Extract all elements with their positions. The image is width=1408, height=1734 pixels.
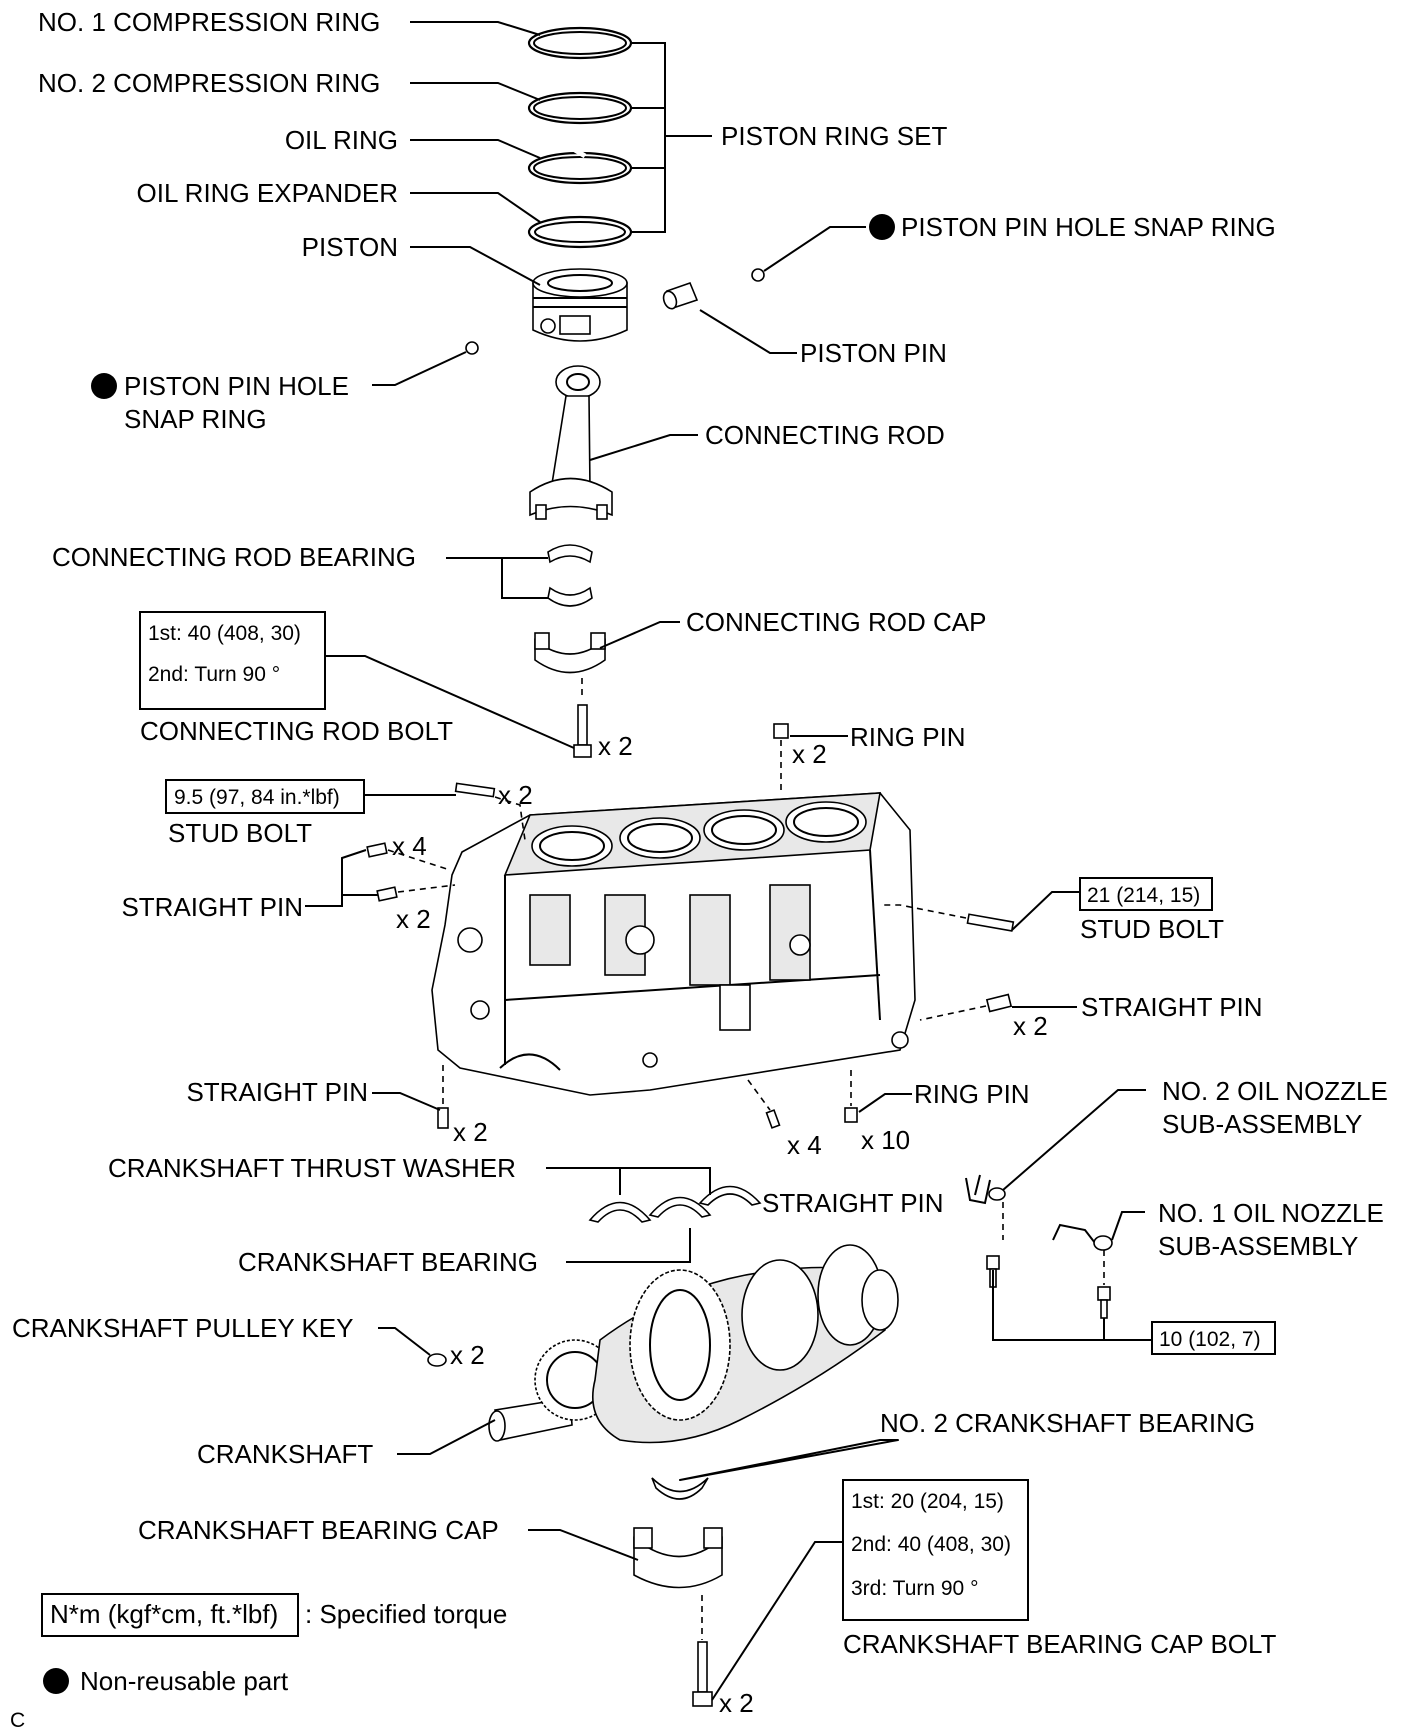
label-snap-ring-left-2: SNAP RING bbox=[124, 404, 267, 434]
straight-pin-bottom-left-part bbox=[437, 1065, 449, 1129]
label-piston-ring-set: PISTON RING SET bbox=[721, 121, 947, 151]
qty-straight-pin-left-top: x 4 bbox=[392, 831, 427, 861]
torque-box-stud-right bbox=[1079, 877, 1213, 911]
no1-oil-nozzle-part bbox=[1052, 1223, 1113, 1319]
torque-cap-bolt-2: 2nd: 40 (408, 30) bbox=[851, 1533, 1011, 1556]
piston-pin bbox=[662, 281, 699, 310]
torque-cap-bolt-3: 3rd: Turn 90 ° bbox=[851, 1577, 978, 1600]
stud-bolt-left-part bbox=[454, 782, 526, 841]
label-straight-pin-left: STRAIGHT PIN bbox=[121, 892, 303, 922]
crankshaft-thrust-washer bbox=[588, 1185, 762, 1223]
label-piston-pin: PISTON PIN bbox=[800, 338, 947, 368]
connecting-rod-bearing bbox=[547, 544, 593, 607]
crankshaft-bearing-cap-bolt-part bbox=[692, 1595, 713, 1707]
label-connecting-rod: CONNECTING ROD bbox=[705, 420, 945, 450]
label-crankshaft-bearing: CRANKSHAFT BEARING bbox=[238, 1247, 538, 1277]
crankshaft-pulley-key-part bbox=[427, 1353, 447, 1367]
label-connecting-rod-bearing: CONNECTING ROD BEARING bbox=[52, 542, 416, 572]
label-stud-bolt-right: STUD BOLT bbox=[1080, 914, 1224, 944]
label-piston: PISTON bbox=[302, 232, 398, 262]
legend-torque-box bbox=[41, 1593, 299, 1637]
label-crankshaft-pulley-key: CRANKSHAFT PULLEY KEY bbox=[12, 1313, 354, 1343]
legend-nonreusable-text: Non-reusable part bbox=[80, 1666, 289, 1696]
label-connecting-rod-cap: CONNECTING ROD CAP bbox=[686, 607, 986, 637]
torque-box-cap-bolt bbox=[842, 1479, 1029, 1621]
label-no2-oil-nozzle-2: SUB-ASSEMBLY bbox=[1162, 1109, 1362, 1139]
torque-rod-bolt-1: 1st: 40 (408, 30) bbox=[148, 622, 301, 645]
qty-cap-bolt: x 2 bbox=[719, 1688, 754, 1718]
qty-ring-pin-bottom: x 10 bbox=[861, 1125, 910, 1155]
cylinder-block bbox=[431, 792, 916, 1096]
label-snap-ring-right: PISTON PIN HOLE SNAP RING bbox=[901, 212, 1276, 242]
label-no1-compression-ring: NO. 1 COMPRESSION RING bbox=[38, 7, 380, 37]
torque-box-stud-left bbox=[165, 779, 365, 814]
crankshaft-bearing-cap-part bbox=[633, 1527, 723, 1589]
connecting-rod-bolt-part bbox=[573, 678, 592, 758]
oil-ring-expander bbox=[527, 215, 633, 249]
snap-ring-left-part bbox=[465, 341, 479, 355]
crankshaft-part bbox=[488, 1244, 899, 1444]
connecting-rod-cap bbox=[534, 632, 606, 674]
nonreusable-dot-snap-ring-right bbox=[869, 214, 895, 240]
qty-straight-pin-bottom-left: x 2 bbox=[453, 1117, 488, 1147]
snap-ring-right-part bbox=[751, 268, 765, 282]
label-no2-crankshaft-bearing: NO. 2 CRANKSHAFT BEARING bbox=[880, 1408, 1255, 1438]
stud-bolt-right-part bbox=[880, 904, 1015, 932]
straight-pin-right-part bbox=[919, 993, 1013, 1021]
no1-compression-ring bbox=[527, 26, 633, 60]
label-no2-oil-nozzle-1: NO. 2 OIL NOZZLE bbox=[1162, 1076, 1388, 1106]
label-no1-oil-nozzle-2: SUB-ASSEMBLY bbox=[1158, 1231, 1358, 1261]
legend-torque-text: : Specified torque bbox=[305, 1599, 507, 1629]
label-crankshaft-bearing-cap: CRANKSHAFT BEARING CAP bbox=[138, 1515, 499, 1545]
label-crankshaft-bearing-cap-bolt: CRANKSHAFT BEARING CAP BOLT bbox=[843, 1629, 1277, 1659]
label-no2-compression-ring: NO. 2 COMPRESSION RING bbox=[38, 68, 380, 98]
torque-stud-right: 21 (214, 15) bbox=[1087, 884, 1200, 907]
torque-oil-nozzle: 10 (102, 7) bbox=[1159, 1328, 1261, 1351]
qty-stud-bolt-left: x 2 bbox=[498, 780, 533, 810]
nonreusable-dot-snap-ring-left bbox=[91, 373, 117, 399]
label-ring-pin-top: RING PIN bbox=[850, 722, 966, 752]
label-snap-ring-left-1: PISTON PIN HOLE bbox=[124, 371, 349, 401]
no2-crankshaft-bearing-part bbox=[651, 1477, 709, 1500]
label-crankshaft-thrust-washer: CRANKSHAFT THRUST WASHER bbox=[108, 1153, 516, 1183]
leader-lines bbox=[305, 21, 1152, 1701]
label-no1-oil-nozzle-1: NO. 1 OIL NOZZLE bbox=[1158, 1198, 1384, 1228]
no2-compression-ring bbox=[527, 91, 633, 125]
legend-nonreusable-dot bbox=[43, 1668, 69, 1694]
qty-ring-pin-top: x 2 bbox=[792, 739, 827, 769]
ring-pin-top-part bbox=[773, 723, 789, 790]
oil-ring bbox=[527, 147, 633, 185]
label-straight-pin-bottom-left: STRAIGHT PIN bbox=[186, 1077, 368, 1107]
label-oil-ring-expander: OIL RING EXPANDER bbox=[137, 178, 399, 208]
legend-torque-box-text: N*m (kgf*cm, ft.*lbf) bbox=[50, 1599, 278, 1629]
label-oil-ring: OIL RING bbox=[285, 125, 398, 155]
corner-mark: C bbox=[10, 1709, 25, 1732]
label-stud-bolt-left: STUD BOLT bbox=[168, 818, 312, 848]
torque-box-oil-nozzle bbox=[1151, 1321, 1276, 1355]
ring-pin-bottom-part bbox=[844, 1070, 858, 1123]
straight-pin-left-part bbox=[366, 842, 456, 902]
connecting-rod bbox=[529, 365, 613, 520]
torque-box-rod-bolt bbox=[139, 611, 326, 710]
label-connecting-rod-bolt: CONNECTING ROD BOLT bbox=[140, 716, 453, 746]
label-crankshaft: CRANKSHAFT bbox=[197, 1439, 373, 1469]
torque-cap-bolt-1: 1st: 20 (204, 15) bbox=[851, 1490, 1004, 1513]
qty-pulley-key: x 2 bbox=[450, 1340, 485, 1370]
qty-straight-pin-left-bottom: x 2 bbox=[396, 904, 431, 934]
label-ring-pin-bottom: RING PIN bbox=[914, 1079, 1030, 1109]
torque-stud-left: 9.5 (97, 84 in.*lbf) bbox=[174, 786, 340, 809]
label-straight-pin-bottom-mid: STRAIGHT PIN bbox=[762, 1188, 944, 1218]
torque-rod-bolt-2: 2nd: Turn 90 ° bbox=[148, 663, 280, 686]
qty-rod-bolt: x 2 bbox=[598, 731, 633, 761]
straight-pin-bottom-mid-part bbox=[747, 1079, 781, 1129]
piston bbox=[532, 268, 628, 342]
label-straight-pin-right: STRAIGHT PIN bbox=[1081, 992, 1263, 1022]
no2-oil-nozzle-part bbox=[965, 1174, 1006, 1288]
qty-straight-pin-bottom-mid: x 4 bbox=[787, 1130, 822, 1160]
qty-straight-pin-right: x 2 bbox=[1013, 1011, 1048, 1041]
